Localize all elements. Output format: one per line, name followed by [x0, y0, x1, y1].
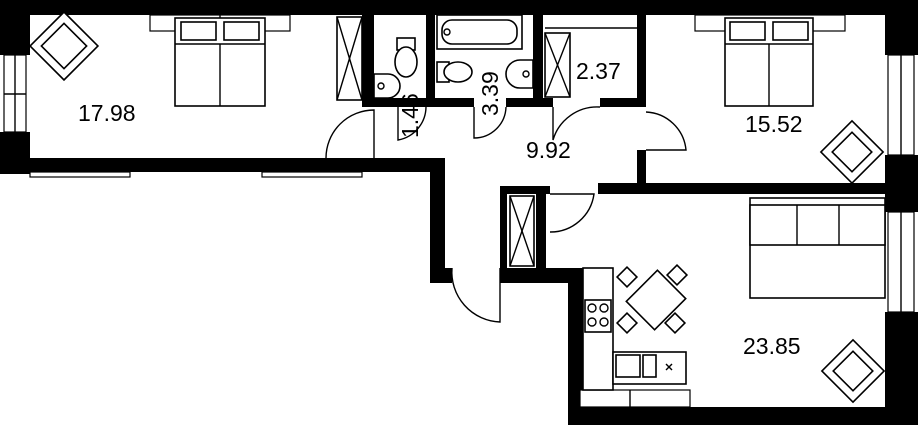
wardrobe-icon	[336, 16, 363, 101]
room-hallway: 9.92	[509, 137, 571, 267]
sink-icon	[615, 354, 657, 378]
double-bed-icon	[174, 17, 266, 107]
armchair-icon	[28, 10, 100, 82]
sofa-icon	[749, 197, 886, 299]
area-label-closet: 2.37	[576, 58, 621, 84]
sink-icon	[505, 59, 534, 89]
toilet-icon	[436, 61, 473, 83]
close-icon	[665, 363, 673, 371]
room-bedroom-left: 17.98	[28, 10, 363, 126]
room-toilet: 1.46	[373, 37, 423, 138]
room-kitchen-living: 23.85	[582, 197, 886, 404]
bathtub-icon	[436, 14, 523, 50]
wardrobe-icon	[544, 32, 571, 98]
area-label-bedroom-right: 15.52	[745, 111, 803, 137]
area-label-hallway: 9.92	[526, 137, 571, 163]
dining-table-icon	[615, 263, 689, 335]
wardrobe-icon	[509, 195, 535, 267]
stove-icon	[584, 299, 612, 333]
toilet-icon	[394, 37, 418, 78]
area-label-bathroom: 3.39	[477, 71, 503, 116]
room-closet: 2.37	[544, 27, 637, 98]
room-bedroom-right: 15.52	[724, 17, 885, 185]
room-bathroom: 3.39	[436, 14, 534, 116]
armchair-icon	[819, 119, 885, 185]
area-label-kitchen-living: 23.85	[743, 333, 801, 359]
area-label-bedroom-left: 17.98	[78, 100, 136, 126]
sink-icon	[373, 73, 401, 99]
double-bed-icon	[724, 17, 814, 107]
door-swing-icon	[325, 106, 687, 323]
area-label-toilet: 1.46	[397, 93, 423, 138]
armchair-icon	[820, 338, 886, 404]
